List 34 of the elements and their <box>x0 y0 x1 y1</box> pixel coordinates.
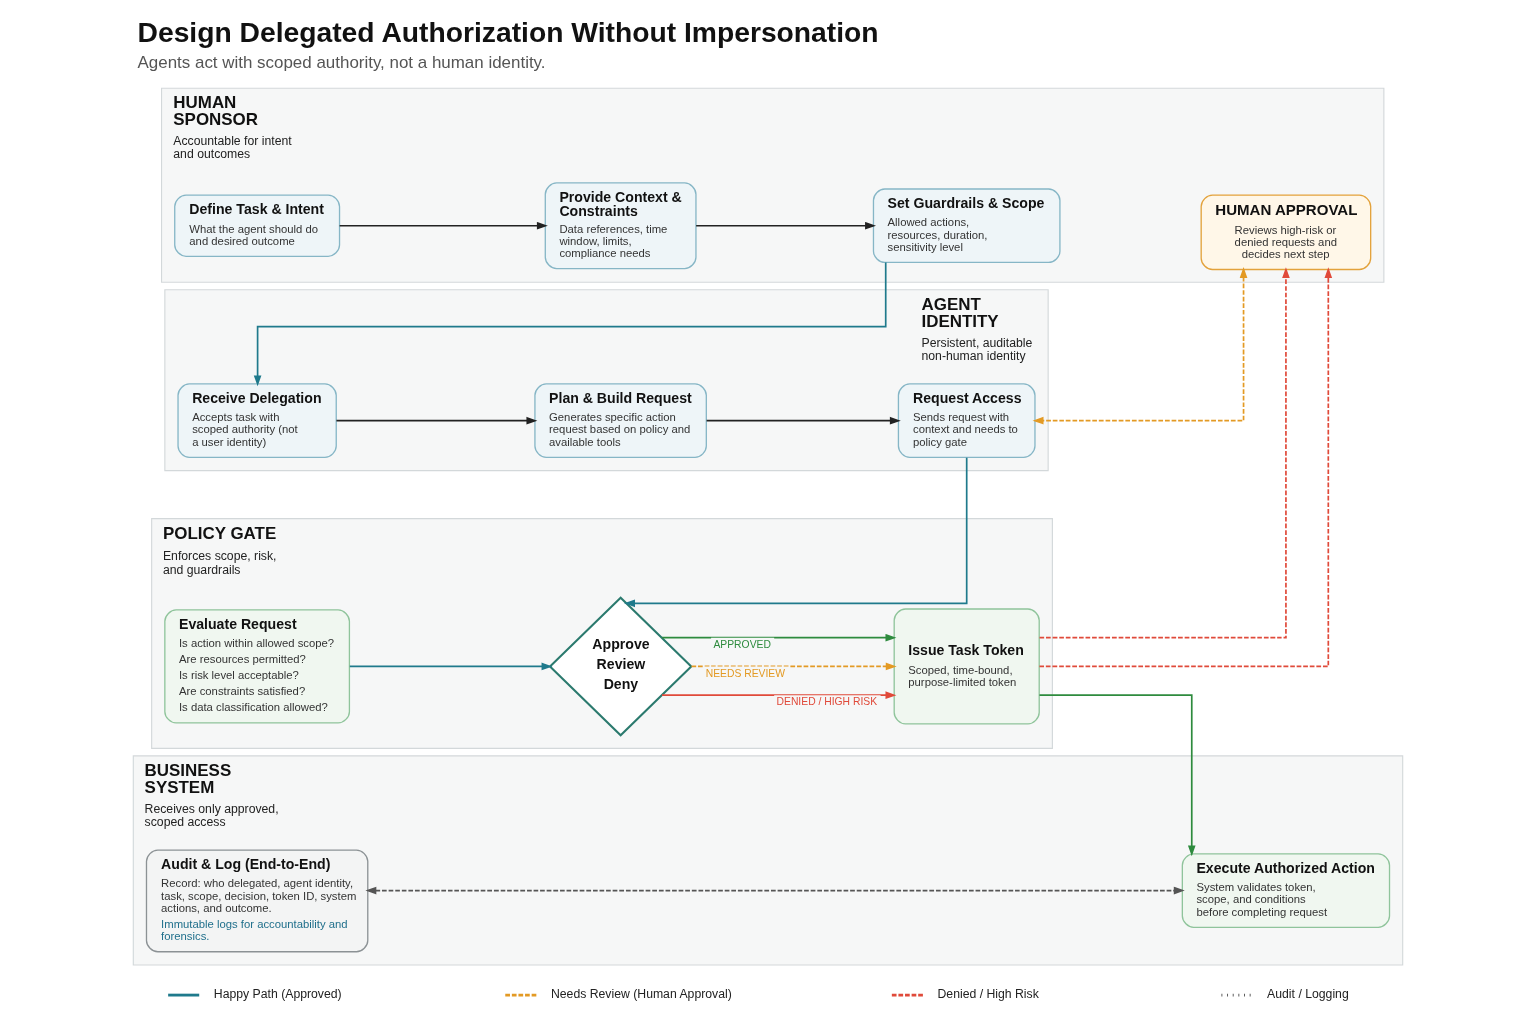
edge-label: NEEDS REVIEW <box>705 667 786 679</box>
node-box: Request Access Sends request with context and needs to policy gate <box>897 383 1036 459</box>
node-box: Define Task & Intent What the agent should do and desired outcome <box>174 194 341 257</box>
node-box: Receive Delegation Accepts task with scoped authority (not a user identity) <box>177 383 337 459</box>
node-box: Issue Task Token Scoped, time-bound, purpose-limited token <box>893 608 1040 725</box>
node-box: Set Guardrails & Scope Allowed actions, resources, duration, sensitivity level <box>872 188 1061 264</box>
arrow <box>1032 266 1248 425</box>
caption: Agents act with scoped authority, not a human identity. <box>137 53 546 73</box>
arrow <box>253 261 887 387</box>
arrow <box>695 221 876 230</box>
node-box: Plan & Build Request Generates specific action request based on policy and available tools <box>534 383 707 459</box>
arrow <box>348 662 553 671</box>
node-box: HUMAN APPROVAL Reviews high-risk or denied requests and decides next step <box>1200 194 1372 271</box>
node-box: Evaluate Request Is action within allowed scope? Are resources permitted? Is risk level acceptable? Are constraints satisfied? Is data classification allowed? <box>164 609 351 724</box>
arrow <box>365 886 1185 895</box>
legend-label: Audit / Logging <box>1267 987 1349 1002</box>
arrow <box>705 416 901 425</box>
node-box: Audit & Log (End-to-End) Record: who delegated, agent identity, task, scope, decision, token ID, system actions, and outcome. Immutable logs for accountability and forensics. <box>145 849 369 953</box>
arrow <box>1038 267 1290 639</box>
arrow <box>661 691 897 699</box>
edge-label: DENIED / HIGH RISK <box>776 696 878 708</box>
diagram-title: Design Delegated Authorization Without Impersonation <box>137 15 879 48</box>
arrow <box>1038 267 1333 668</box>
edge-label: APPROVED <box>713 638 771 650</box>
arrow <box>624 456 968 608</box>
arrow <box>335 416 538 425</box>
arrow <box>1038 694 1196 857</box>
arrow <box>661 633 897 642</box>
legend-label: Denied / High Risk <box>937 987 1039 1002</box>
legend-label: Happy Path (Approved) <box>213 987 342 1002</box>
arrow <box>338 221 548 230</box>
node-box: Execute Authorized Action System validates token, scope, and conditions before completing request <box>1181 853 1391 928</box>
legend-label: Needs Review (Human Approval) <box>550 987 732 1002</box>
node-box: Provide Context & Constraints Data references, time window, limits, compliance needs <box>544 182 697 270</box>
